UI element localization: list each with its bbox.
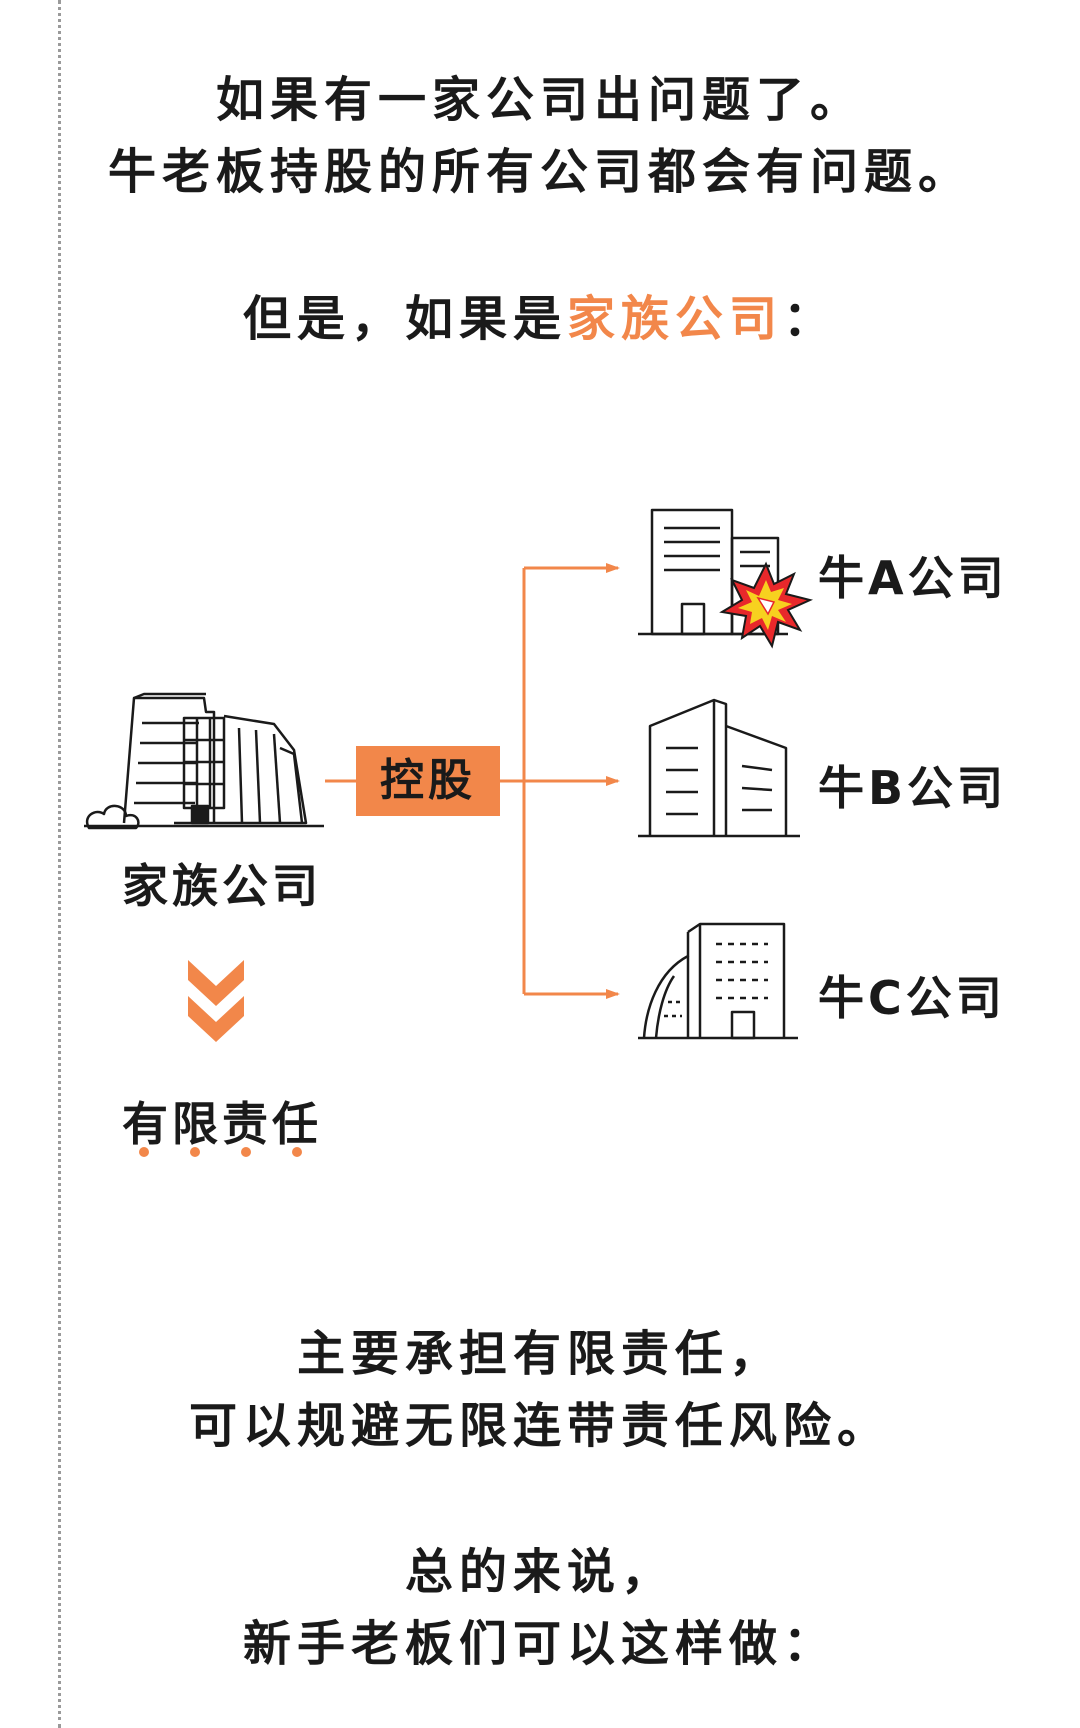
- summary-line-1: 总的来说，: [404, 1544, 675, 1600]
- conclusion-paragraph: 主要承担有限责任， 可以规避无限连带责任风险。: [0, 1318, 1080, 1462]
- family-company-diagram: 家族公司 控股 有限责任 牛A公司: [0, 480, 1080, 1200]
- summary-paragraph: 总的来说， 新手老板们可以这样做：: [0, 1536, 1080, 1680]
- explosion-icon: [719, 561, 814, 649]
- conclusion-line-2: 可以规避无限连带责任风险。: [188, 1398, 891, 1454]
- company-a-building-icon: [638, 508, 814, 649]
- company-a-label: 牛A公司: [818, 551, 1008, 605]
- double-chevron-down-icon: [188, 960, 244, 1042]
- dotted-margin-line: [58, 0, 61, 1728]
- summary-line-2: 新手老板们可以这样做：: [242, 1616, 837, 1672]
- company-c-label: 牛C公司: [818, 971, 1006, 1025]
- transition-paragraph: 但是，如果是家族公司：: [0, 283, 1080, 355]
- conclusion-line-1: 主要承担有限责任，: [296, 1326, 783, 1382]
- transition-suffix: ：: [783, 291, 838, 347]
- parent-company-label: 家族公司: [122, 859, 322, 913]
- intro-line-2: 牛老板持股的所有公司都会有问题。: [107, 144, 972, 200]
- connector-lines: [325, 563, 620, 999]
- company-c-building-icon: [638, 922, 798, 1040]
- intro-paragraph: 如果有一家公司出问题了。 牛老板持股的所有公司都会有问题。: [0, 64, 1080, 208]
- control-label-box: 控股: [356, 746, 500, 816]
- intro-line-1: 如果有一家公司出问题了。: [215, 72, 864, 128]
- company-b-building-icon: [638, 698, 800, 838]
- result-label: 有限责任: [122, 1097, 322, 1151]
- company-b-label: 牛B公司: [818, 761, 1008, 815]
- emphasis-dots: [139, 1147, 302, 1157]
- transition-prefix: 但是，如果是: [242, 291, 567, 347]
- transition-highlight: 家族公司: [566, 291, 783, 347]
- family-company-building-icon: [84, 692, 324, 830]
